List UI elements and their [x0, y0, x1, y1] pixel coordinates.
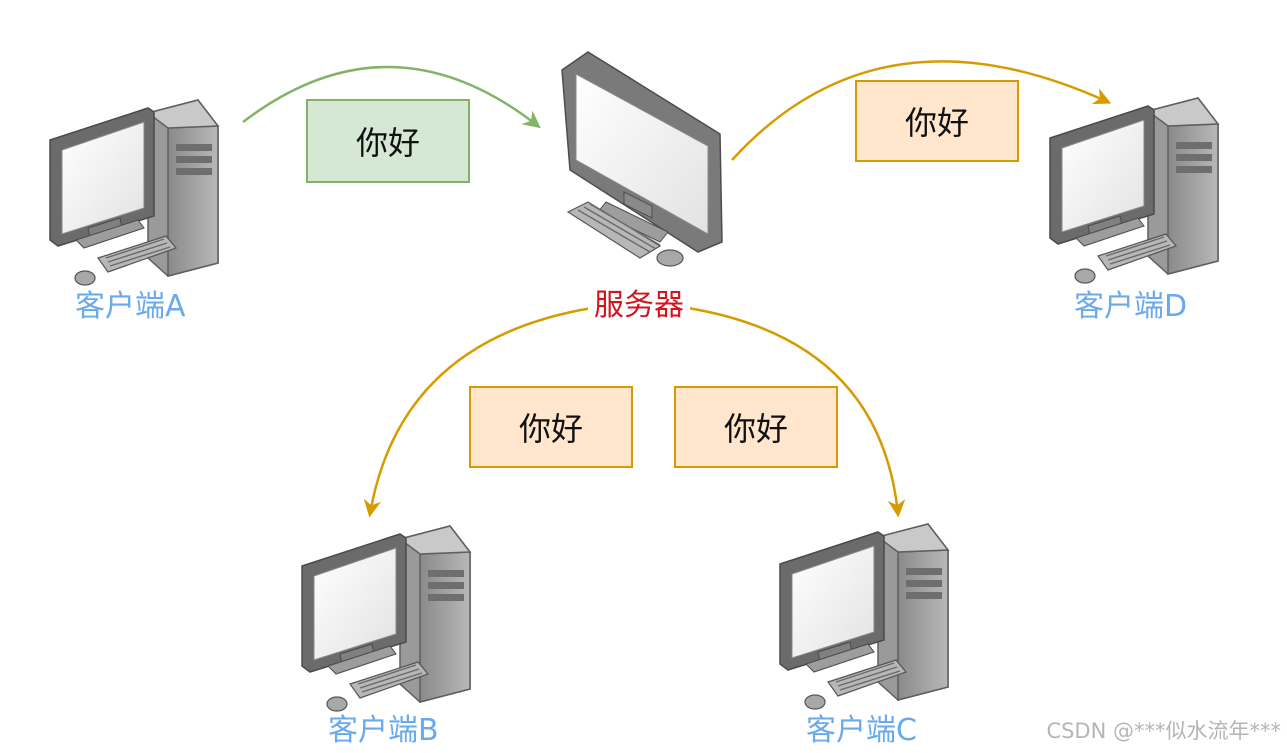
message-text: 你好	[355, 124, 420, 162]
message-box-server-to-c: 你好	[674, 386, 838, 468]
arrow-server-to-client-c	[687, 306, 906, 518]
server-monitor-icon	[561, 51, 723, 267]
message-text: 你好	[518, 410, 583, 448]
client-b-computer-icon	[301, 525, 471, 712]
client-b-label: 客户端B	[328, 713, 439, 748]
message-text: 你好	[723, 410, 788, 448]
client-a-label: 客户端A	[75, 289, 186, 324]
client-c-label: 客户端C	[806, 713, 917, 748]
client-d-label: 客户端D	[1074, 289, 1188, 324]
arrow-client-a-to-server	[242, 65, 541, 129]
arrow-server-to-client-d	[731, 60, 1112, 161]
watermark: CSDN @***似水流年***	[1046, 719, 1281, 743]
message-box-a-to-server: 你好	[306, 99, 470, 183]
server-label: 服务器	[588, 291, 690, 321]
client-d-computer-icon	[1049, 97, 1219, 284]
message-text: 你好	[904, 104, 969, 142]
client-a-computer-icon	[49, 99, 219, 286]
message-box-server-to-b: 你好	[469, 386, 633, 468]
client-c-computer-icon	[779, 523, 949, 710]
message-box-server-to-d: 你好	[855, 80, 1019, 162]
arrow-server-to-client-b	[363, 306, 593, 518]
